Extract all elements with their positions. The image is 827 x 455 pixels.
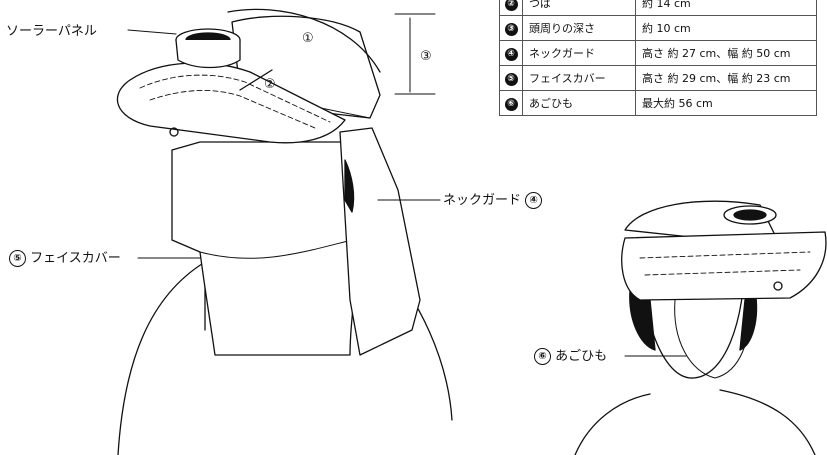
neck-guard-label: ネックガード ④ xyxy=(443,192,543,209)
depth-marker: ③ xyxy=(420,49,432,64)
brim-snap xyxy=(169,127,179,137)
second-figure-hair-r xyxy=(739,289,758,351)
face-cover-label: ⑤ フェイスカバー xyxy=(9,250,121,267)
hat-brim-inner-2 xyxy=(149,90,316,129)
neck-guard-text: ネックガード xyxy=(443,193,522,208)
solar-fan-body xyxy=(175,39,241,69)
second-brim-inner xyxy=(639,251,811,259)
depth-dimension xyxy=(394,13,436,95)
spec-row-item: つば xyxy=(522,0,636,16)
spec-number-badge: ⑤ xyxy=(504,72,518,86)
spec-row: ② つば約 14 cm xyxy=(499,0,817,16)
face-cover-outline xyxy=(171,141,366,356)
neck-guard-outline xyxy=(339,127,421,356)
spec-row-number: ④ xyxy=(499,40,523,66)
second-figure-shoulders xyxy=(574,389,816,455)
spec-row-size: 高さ 約 29 cm、幅 約 23 cm xyxy=(635,65,817,91)
head-circ-arrow xyxy=(239,69,273,91)
face-cover-text: フェイスカバー xyxy=(30,251,121,266)
head-circ-marker: ② xyxy=(264,77,276,92)
spec-number-badge: ④ xyxy=(504,47,518,61)
brim-marker: ① xyxy=(302,31,314,46)
spec-row-size: 高さ 約 27 cm、幅 約 50 cm xyxy=(635,40,817,66)
chin-strap-text: あごひも xyxy=(555,349,608,364)
neck-guard-shadow xyxy=(344,159,355,213)
spec-row-number: ⑤ xyxy=(499,65,523,91)
spec-row-number: ③ xyxy=(499,15,523,41)
second-brim-snap xyxy=(773,281,783,291)
chin-strap xyxy=(674,299,751,379)
spec-number-badge: ③ xyxy=(504,22,518,36)
solar-leader xyxy=(127,29,177,35)
spec-row: ③ 頭周りの深さ約 10 cm xyxy=(499,15,817,41)
face-cover-seam xyxy=(199,237,361,259)
spec-row-item: ネックガード xyxy=(522,40,636,66)
spec-row-size: 約 14 cm xyxy=(635,0,817,16)
spec-row-item: 頭周りの深さ xyxy=(522,15,636,41)
spec-row: ④ ネックガード高さ 約 27 cm、幅 約 50 cm xyxy=(499,40,817,66)
brim-arrow xyxy=(227,8,381,73)
spec-number-badge: ② xyxy=(504,0,518,11)
hat-brim xyxy=(116,62,346,144)
chin-strap-label: ⑥ あごひも xyxy=(534,348,607,365)
spec-row: ⑤ フェイスカバー高さ 約 29 cm、幅 約 23 cm xyxy=(499,65,817,91)
spec-row-size: 約 10 cm xyxy=(635,15,817,41)
spec-row-number: ② xyxy=(499,0,523,16)
second-figure-hair xyxy=(629,289,656,351)
neck-guard-marker: ④ xyxy=(525,192,543,209)
spec-row-item: あごひも xyxy=(522,90,636,116)
spec-row-item: フェイスカバー xyxy=(522,65,636,91)
second-hat-brim xyxy=(621,231,827,301)
second-solar-disc xyxy=(733,209,767,221)
second-brim-inner-2 xyxy=(644,269,801,276)
solar-panel-label: ソーラーパネル xyxy=(6,24,97,40)
spec-row-size: 最大約 56 cm xyxy=(635,90,817,116)
chin-strap-marker: ⑥ xyxy=(534,348,551,365)
spec-row-number: ⑥ xyxy=(499,90,523,116)
spec-row: ⑥ あごひも最大約 56 cm xyxy=(499,90,817,116)
spec-number-badge: ⑥ xyxy=(504,97,518,111)
solar-panel-text: ソーラーパネル xyxy=(6,24,97,39)
face-cover-marker: ⑤ xyxy=(9,250,26,267)
spec-table: ② つば約 14 cm ③ 頭周りの深さ約 10 cm ④ ネックガード高さ 約 27 c… xyxy=(499,0,817,116)
hat-brim-inner xyxy=(139,74,331,123)
